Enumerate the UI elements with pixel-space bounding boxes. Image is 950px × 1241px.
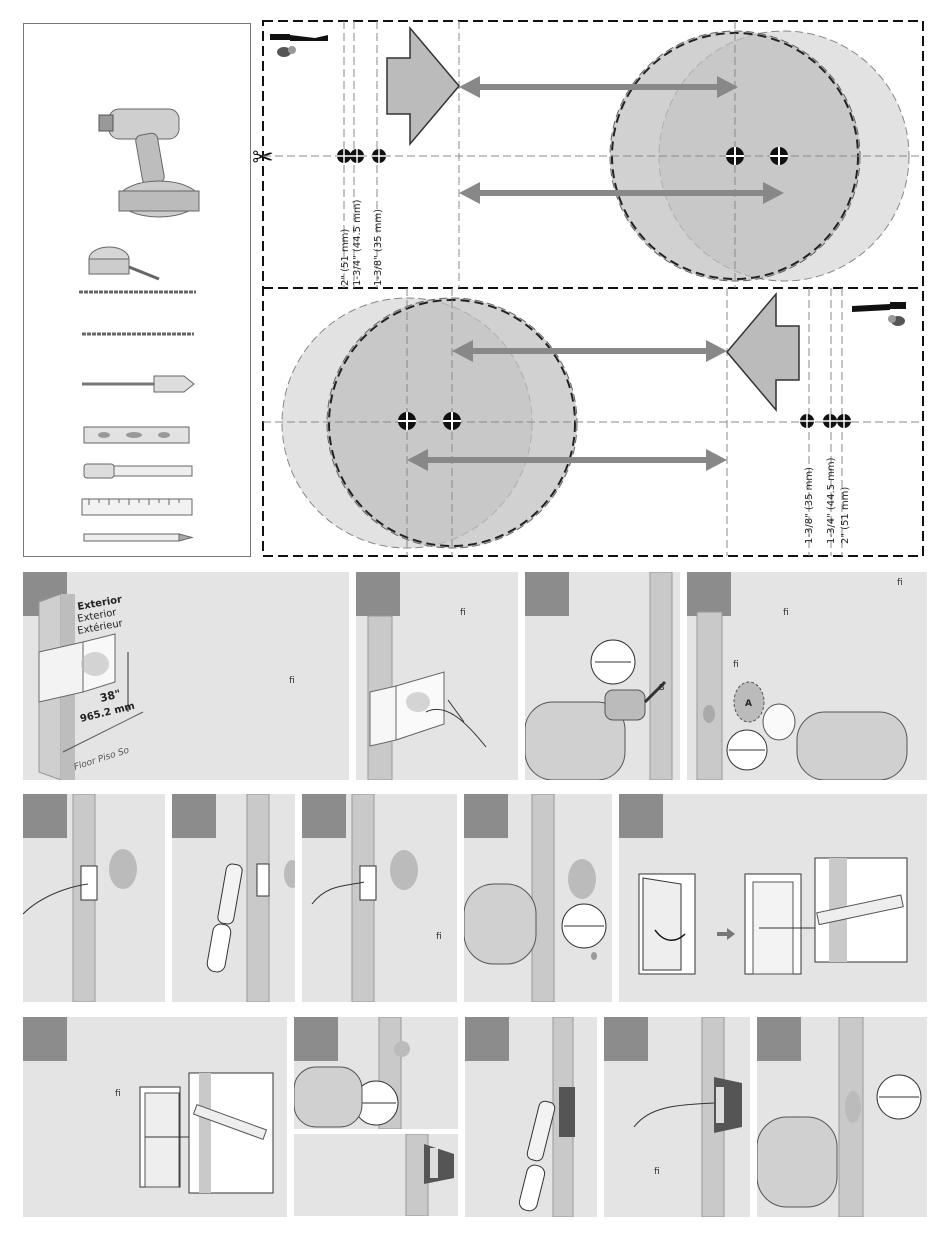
fi-mark: fi [289, 676, 295, 686]
step14-illustration [757, 1017, 927, 1217]
step3-illustration: B [525, 572, 680, 780]
fi-mark: fi [733, 660, 739, 670]
step-panel-11b [294, 1134, 458, 1216]
step13-illustration [604, 1017, 750, 1217]
step11a-illustration [294, 1017, 458, 1129]
step-panel-13: fi [604, 1017, 750, 1217]
finger-pointer-icon [852, 302, 906, 326]
dim-label-2in: 2" (51 mm) [840, 487, 851, 544]
marker-b: B [659, 683, 665, 692]
step4-illustration: A [687, 572, 927, 780]
dim-label-1-3-8in: 1-3/8" (35 mm) [804, 467, 815, 544]
step-panel-10: fi [23, 1017, 287, 1217]
step10-illustration [23, 1017, 287, 1217]
fi-mark: fi [460, 608, 466, 618]
step6-illustration [172, 794, 295, 1002]
step12-illustration [465, 1017, 597, 1217]
step-panel-8 [464, 794, 612, 1002]
tools-illustration [24, 24, 250, 556]
ruler-icon [82, 499, 192, 515]
fi-mark: fi [783, 608, 789, 618]
step-panel-11a [294, 1017, 458, 1129]
tools-panel [23, 23, 251, 557]
level-icon [84, 427, 189, 443]
floor-label: Floor Piso So [73, 745, 131, 772]
dim-label-1-3-4in: 1-3/4" (44.5 mm) [352, 199, 363, 286]
door-edge-pointer [727, 294, 799, 410]
spade-bit-icon [82, 376, 194, 392]
step5-illustration [23, 794, 165, 1002]
finger-pointer-icon [270, 34, 328, 57]
chisel-icon [84, 464, 192, 478]
step1-illustration: Exterior Exterior Extérieur 38" 965.2 mm… [23, 572, 349, 780]
hole-saw-icon [89, 247, 159, 279]
dim-label-2in: 2" (51 mm) [340, 229, 351, 286]
height-mm: 965.2 mm [79, 701, 136, 725]
fi-mark: fi [115, 1089, 121, 1099]
marker-a: A [745, 699, 752, 709]
step7-illustration [302, 794, 457, 1002]
step11b-illustration [294, 1134, 458, 1216]
step-panel-12 [465, 1017, 597, 1217]
step-panel-9 [619, 794, 927, 1002]
fi-mark: fi [654, 1167, 660, 1177]
step-panel-1: Exterior Exterior Extérieur 38" 965.2 mm… [23, 572, 349, 780]
step-panel-2: fi [356, 572, 518, 780]
dim-label-1-3-8in: 1-3/8" (35 mm) [373, 209, 384, 286]
door-edge-pointer [387, 28, 459, 144]
fi-mark: fi [897, 578, 903, 588]
step-panel-3: B [525, 572, 680, 780]
step-panel-14 [757, 1017, 927, 1217]
drilling-template: ✂ 2" (51 mm) 1-3/4" (44.5 mm) 1-3/8" (35… [252, 18, 932, 560]
fi-mark: fi [436, 932, 442, 942]
pencil-icon [84, 534, 192, 541]
step8-illustration [464, 794, 612, 1002]
step-panel-6 [172, 794, 295, 1002]
dim-label-1-3-4in: 1-3/4" (44.5 mm) [826, 457, 837, 544]
step-panel-4: A fi fi fi [687, 572, 927, 780]
step2-illustration [356, 572, 518, 780]
step-panel-5 [23, 794, 165, 1002]
power-drill-icon [99, 109, 199, 217]
height-inches: 38" [99, 687, 123, 705]
step-panel-7: fi [302, 794, 457, 1002]
step9-illustration [619, 794, 927, 1002]
